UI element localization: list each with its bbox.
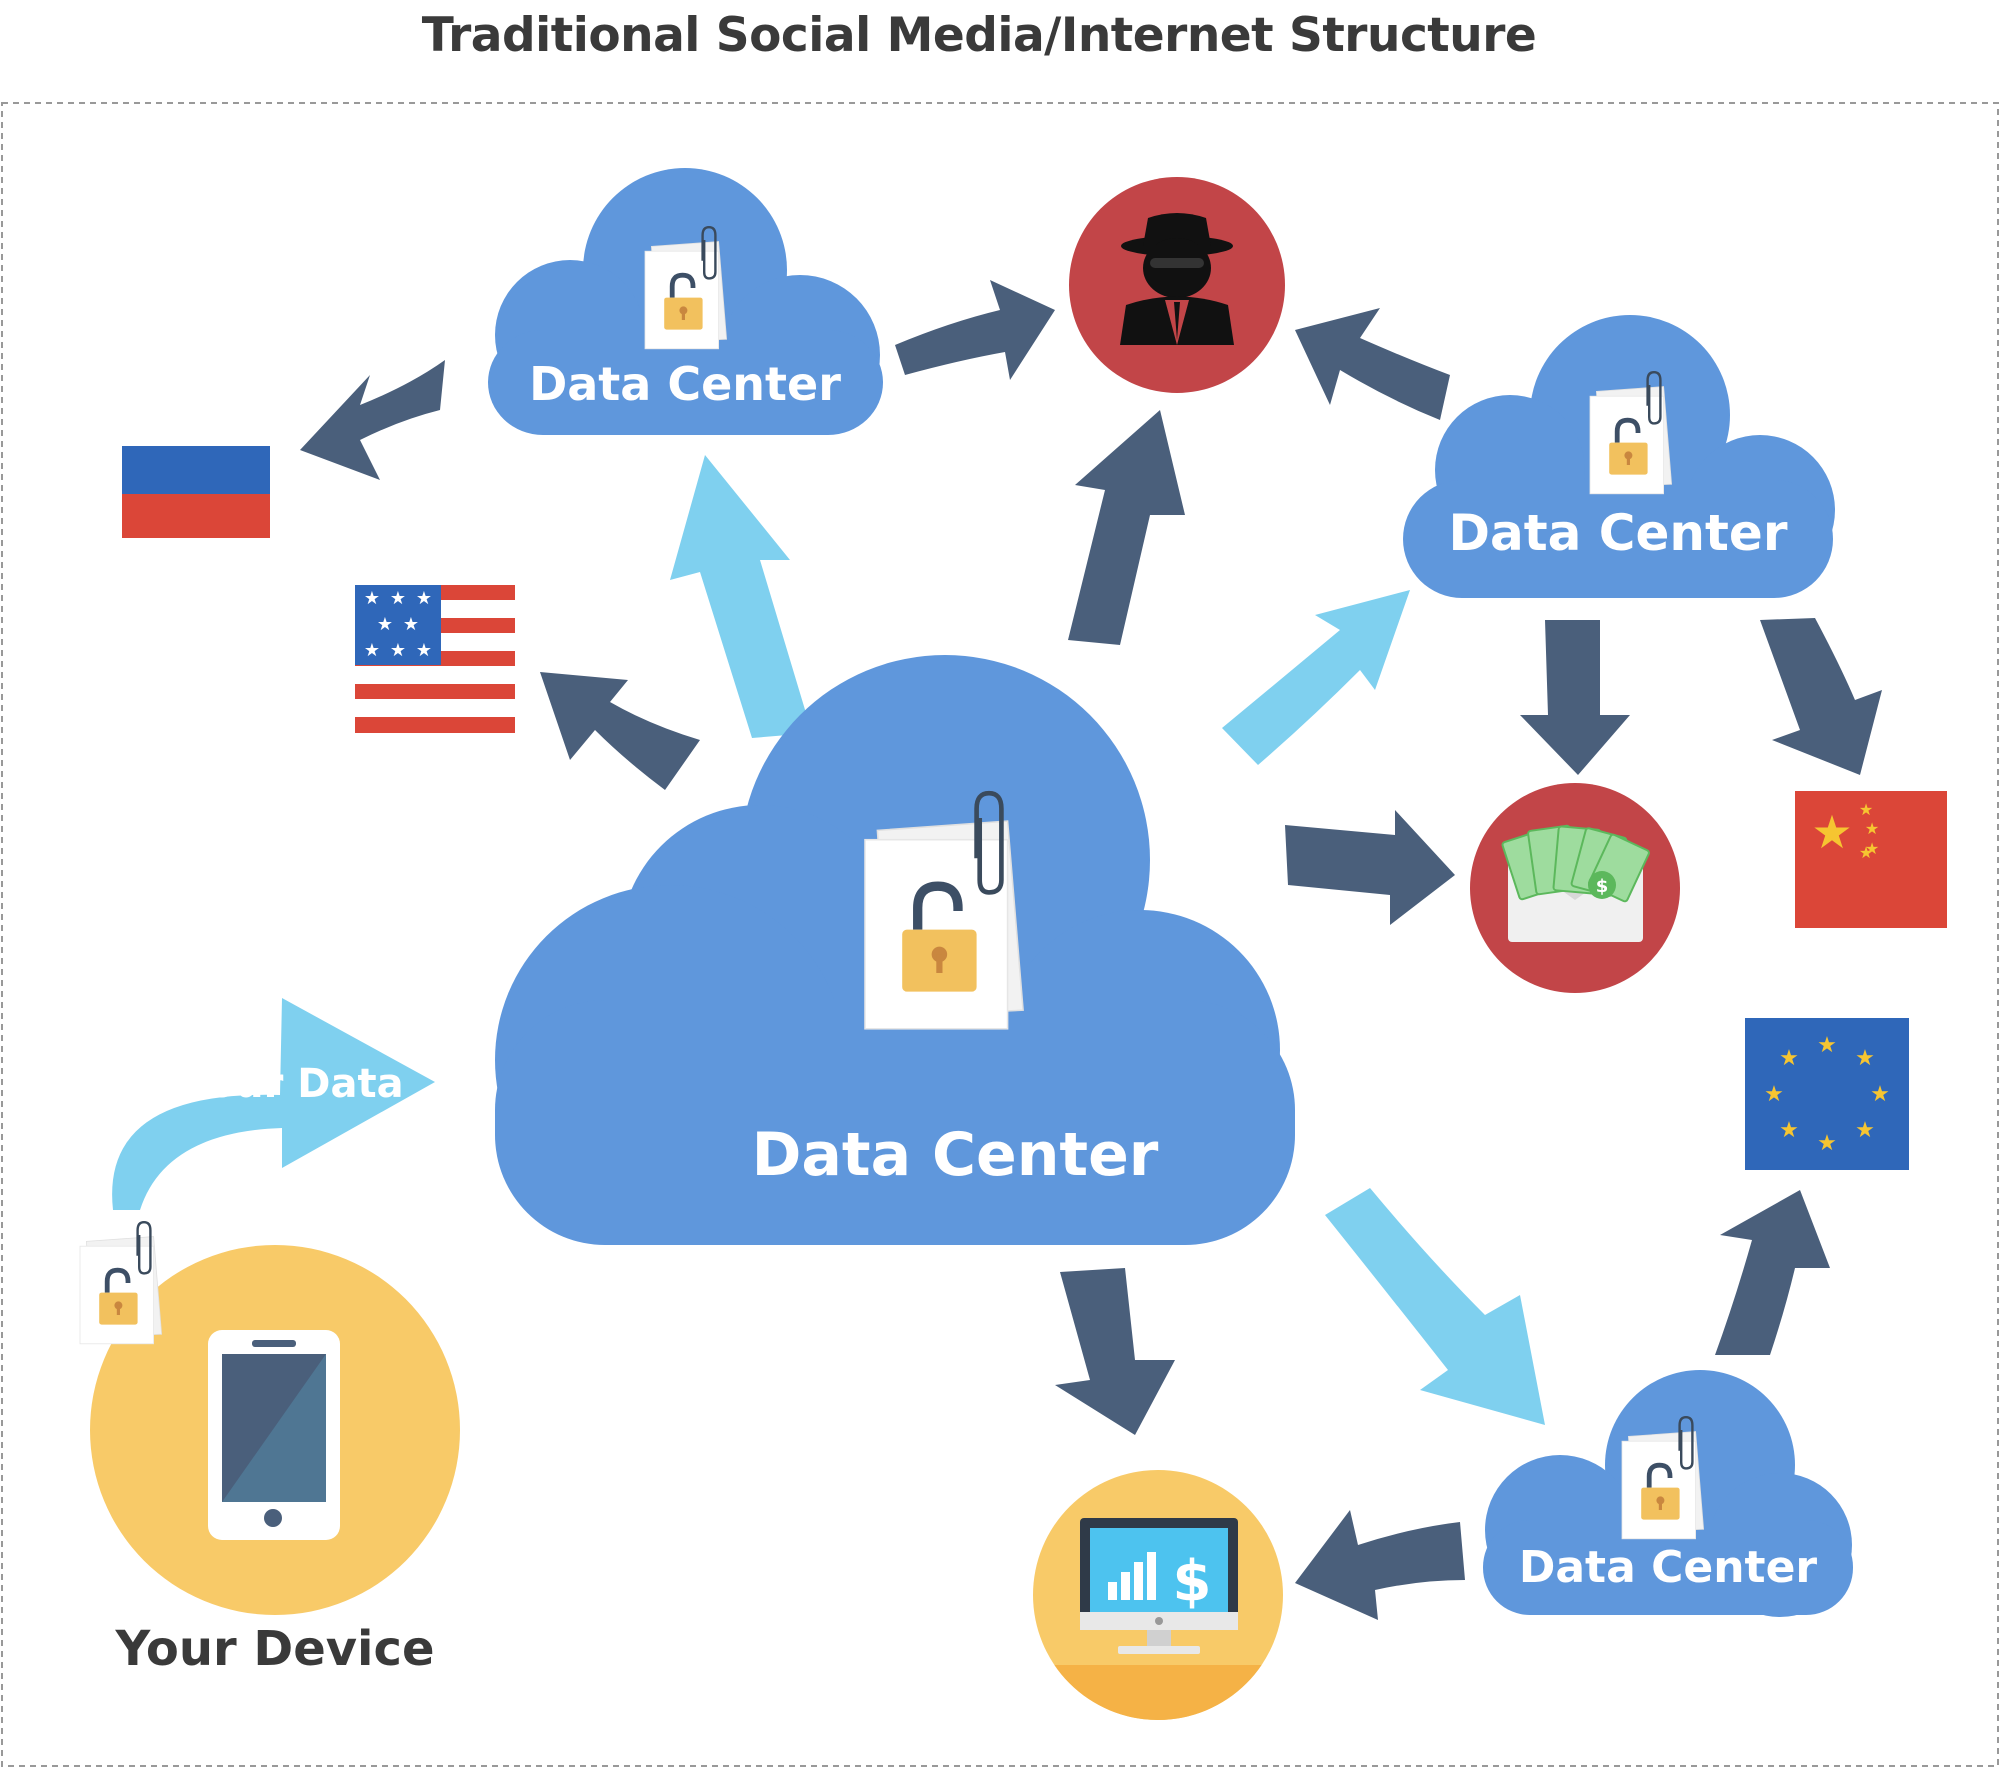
svg-text:★: ★ <box>390 588 406 609</box>
svg-text:★: ★ <box>1859 843 1873 862</box>
arrow-main-to-money <box>1285 810 1455 925</box>
main-data-center-cloud <box>495 655 1295 1245</box>
arrow-right-to-spy <box>1295 308 1450 420</box>
right-data-center-cloud <box>1403 315 1835 598</box>
arrows-light <box>112 455 1545 1425</box>
svg-text:★: ★ <box>1817 1033 1837 1058</box>
your-device-label: Your Device <box>114 1621 434 1677</box>
arrow-main-to-right <box>1222 590 1410 765</box>
svg-text:★: ★ <box>1764 1082 1784 1107</box>
right-data-center-label: Data Center <box>1449 504 1788 562</box>
main-data-center-label: Data Center <box>752 1120 1159 1190</box>
bottom-data-center-cloud <box>1483 1370 1853 1617</box>
arrow-main-to-spy <box>1068 410 1185 645</box>
frame-border <box>1 102 1999 1767</box>
eu-flag: ★ ★ ★ ★ ★ ★ ★ ★ <box>1745 1018 1909 1170</box>
svg-text:★: ★ <box>1779 1046 1799 1071</box>
your-data-arrow <box>112 998 435 1210</box>
arrow-right-to-money <box>1520 620 1630 775</box>
svg-text:★: ★ <box>364 640 380 661</box>
svg-text:★: ★ <box>1855 1118 1875 1143</box>
arrow-top-to-spy <box>895 280 1055 380</box>
svg-text:★: ★ <box>403 614 419 635</box>
arrow-main-to-top <box>670 455 812 738</box>
arrows-dark <box>300 280 1882 1620</box>
svg-text:★: ★ <box>1779 1118 1799 1143</box>
svg-text:★: ★ <box>377 614 393 635</box>
svg-text:★: ★ <box>416 640 432 661</box>
arrow-right-to-china <box>1760 618 1882 775</box>
money-envelope-icon: $ <box>1470 783 1680 993</box>
arrow-main-to-monitor <box>1055 1268 1175 1435</box>
bottom-data-center-label: Data Center <box>1519 1542 1818 1593</box>
svg-text:★: ★ <box>1855 1046 1875 1071</box>
arrow-to-russia <box>300 360 445 480</box>
svg-text:★: ★ <box>364 588 380 609</box>
phone-icon <box>90 1245 460 1615</box>
svg-text:★: ★ <box>1865 839 1879 858</box>
arrow-bottom-to-eu <box>1715 1190 1830 1355</box>
your-data-label: Your Data <box>181 1061 403 1107</box>
svg-text:★: ★ <box>1870 1082 1890 1107</box>
arrow-main-to-usa <box>540 672 700 790</box>
svg-text:★: ★ <box>1811 805 1852 859</box>
spy-icon <box>1069 177 1285 393</box>
arrow-main-to-bottom <box>1325 1188 1545 1425</box>
svg-text:★: ★ <box>1859 800 1873 819</box>
usa-flag: ★ ★ ★ ★ ★ ★ ★ ★ <box>355 585 515 733</box>
svg-text:★: ★ <box>390 640 406 661</box>
svg-text:★: ★ <box>1865 819 1879 838</box>
page-title: Traditional Social Media/Internet Struct… <box>421 8 1537 63</box>
svg-text:★: ★ <box>416 588 432 609</box>
document-lock-icon <box>80 1222 162 1344</box>
arrow-bottom-to-monitor <box>1295 1510 1465 1620</box>
svg-text:$: $ <box>1596 876 1609 897</box>
svg-text:$: $ <box>1173 1549 1212 1614</box>
top-data-center-label: Data Center <box>529 357 841 411</box>
russia-flag <box>122 446 270 538</box>
monitor-dollar-icon: $ <box>1033 1470 1283 1720</box>
china-flag: ★ ★ ★ ★ ★ <box>1795 791 1947 928</box>
svg-text:★: ★ <box>1817 1131 1837 1156</box>
